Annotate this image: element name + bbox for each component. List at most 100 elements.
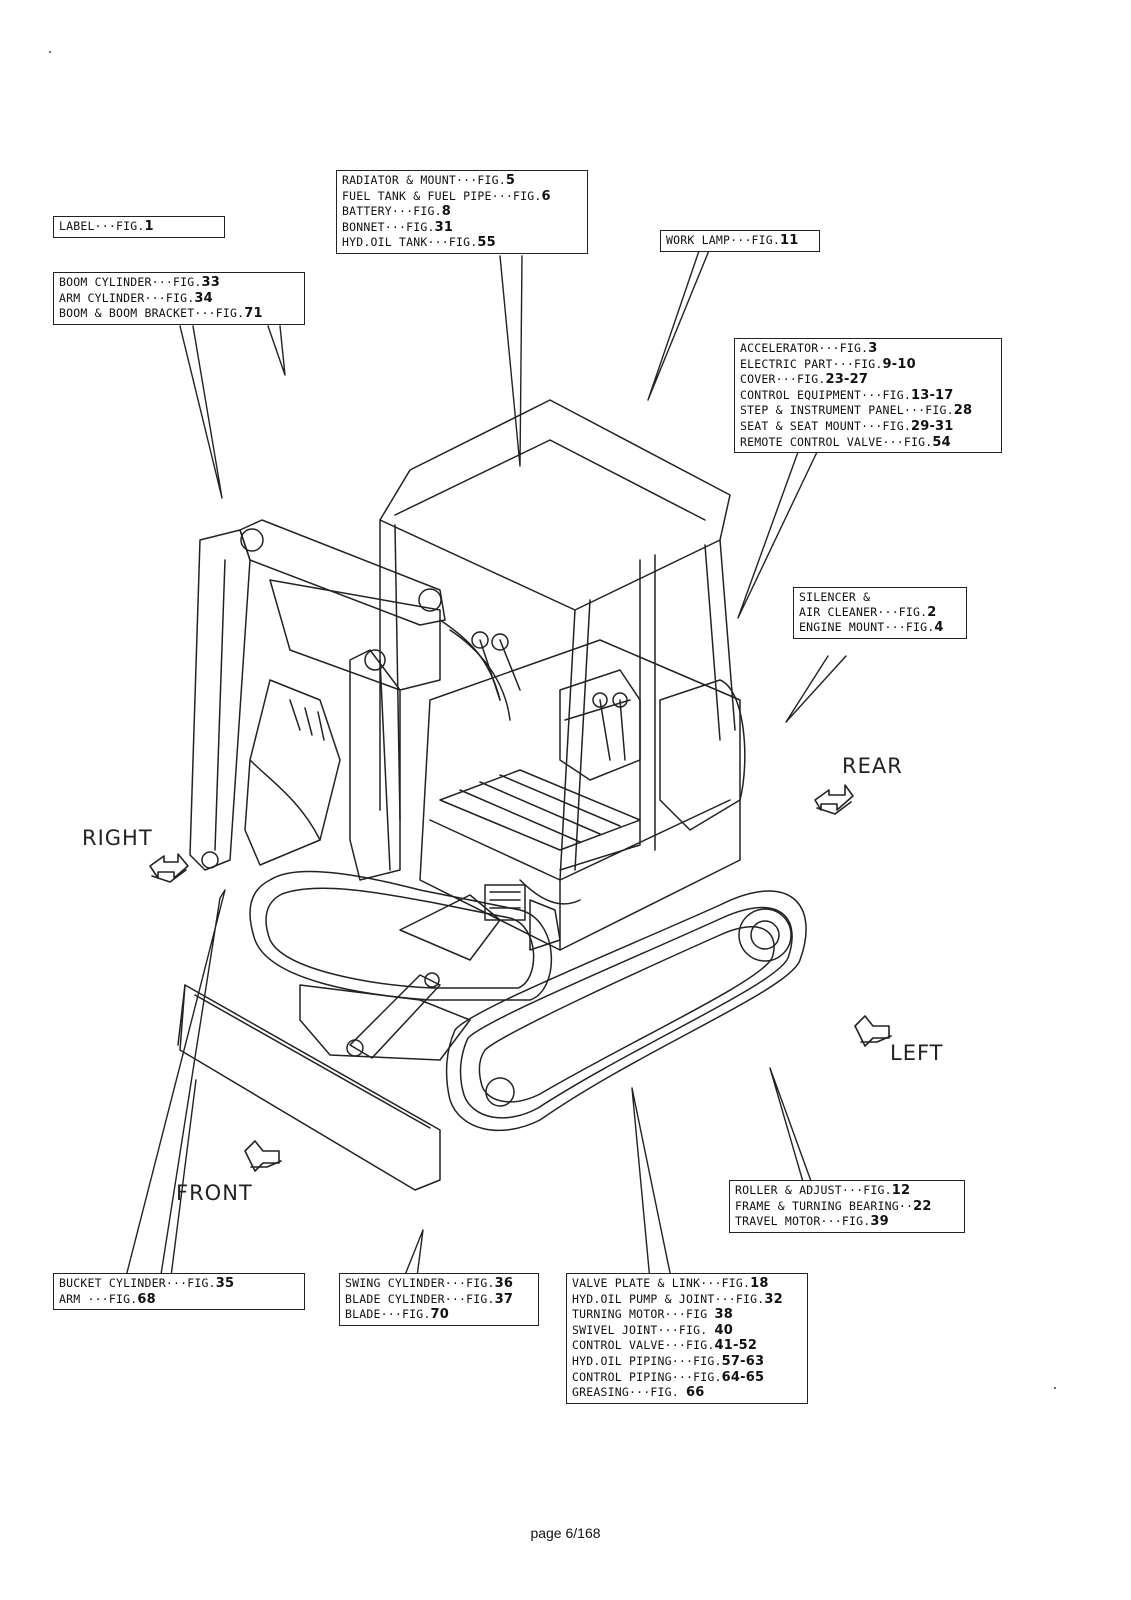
figure-number: 41-52 <box>714 1338 758 1354</box>
callout-text: CONTROL EQUIPMENT···FIG. <box>740 387 911 402</box>
figure-number: 66 <box>685 1385 705 1401</box>
callout-line: BATTERY···FIG.8 <box>342 204 583 220</box>
callout-line: TRAVEL MOTOR···FIG.39 <box>735 1214 960 1230</box>
callout-line: SEAT & SEAT MOUNT···FIG.29-31 <box>740 419 997 435</box>
callout-line: WORK LAMP···FIG.11 <box>666 233 815 249</box>
callout-text: ENGINE MOUNT···FIG. <box>799 620 935 635</box>
figure-number: 40 <box>714 1322 733 1338</box>
figure-number: 64-65 <box>721 1369 765 1385</box>
callout-line: HYD.OIL PUMP & JOINT···FIG.32 <box>572 1292 803 1308</box>
callout-text: SWIVEL JOINT···FIG. <box>572 1322 715 1337</box>
callout-text: SILENCER & <box>799 590 871 604</box>
callout-line: ENGINE MOUNT···FIG.4 <box>799 620 962 636</box>
callout-text: ELECTRIC PART···FIG. <box>740 356 883 371</box>
figure-number: 54 <box>932 434 951 450</box>
figure-number: 55 <box>477 235 496 251</box>
callout-text: ARM CYLINDER···FIG. <box>59 290 195 305</box>
callout-line: VALVE PLATE & LINK···FIG.18 <box>572 1276 803 1292</box>
callout-text: SWING CYLINDER···FIG. <box>345 1276 495 1290</box>
callout-text: TURNING MOTOR···FIG <box>572 1307 715 1322</box>
figure-number: 13-17 <box>910 387 954 403</box>
direction-label-rear: REAR <box>842 754 903 778</box>
callout-line: ELECTRIC PART···FIG.9-10 <box>740 357 997 373</box>
callout-line: BOOM CYLINDER···FIG.33 <box>59 275 300 291</box>
callout-text: REMOTE CONTROL VALVE···FIG. <box>740 434 933 449</box>
callout-label: LABEL···FIG.1 <box>53 216 225 238</box>
callout-text: VALVE PLATE & LINK···FIG. <box>572 1276 751 1290</box>
callout-text: GREASING···FIG. <box>572 1385 686 1400</box>
callout-text: SEAT & SEAT MOUNT···FIG. <box>740 418 911 433</box>
callout-text: CONTROL VALVE···FIG. <box>572 1338 715 1353</box>
leader-lines <box>119 247 847 1303</box>
callout-line: SWIVEL JOINT···FIG. 40 <box>572 1323 803 1339</box>
callout-line: CONTROL VALVE···FIG.41-52 <box>572 1338 803 1354</box>
direction-label-front: FRONT <box>176 1181 253 1205</box>
callout-text: BLADE···FIG. <box>345 1307 431 1322</box>
figure-number: 2 <box>927 604 937 620</box>
callout-text: WORK LAMP···FIG. <box>666 233 780 247</box>
figure-number: 12 <box>891 1183 911 1198</box>
direction-label-right: RIGHT <box>82 826 153 850</box>
figure-number: 32 <box>764 1291 783 1307</box>
callout-text: BOOM CYLINDER···FIG. <box>59 275 202 289</box>
callout-text: STEP & INSTRUMENT PANEL···FIG. <box>740 403 954 418</box>
direction-arrow-icons <box>149 784 892 1172</box>
callout-line: ROLLER & ADJUST···FIG.12 <box>735 1183 960 1199</box>
figure-number: 23-27 <box>825 372 869 388</box>
callout-line: STEP & INSTRUMENT PANEL···FIG.28 <box>740 403 997 419</box>
callout-line: REMOTE CONTROL VALVE···FIG.54 <box>740 435 997 451</box>
figure-number: 9-10 <box>882 356 916 372</box>
figure-number: 39 <box>870 1214 889 1230</box>
callout-work-lamp: WORK LAMP···FIG.11 <box>660 230 820 252</box>
figure-number: 37 <box>494 1291 514 1307</box>
callout-line: BOOM & BOOM BRACKET···FIG.71 <box>59 306 300 322</box>
figure-number: 57-63 <box>721 1353 765 1369</box>
callout-line: LABEL···FIG.1 <box>59 219 220 235</box>
callout-text: BLADE CYLINDER···FIG. <box>345 1291 495 1306</box>
callout-line: HYD.OIL TANK···FIG.55 <box>342 235 583 251</box>
callout-text: BATTERY···FIG. <box>342 204 442 219</box>
page-number: page 6/168 <box>530 1525 601 1541</box>
callout-text: ACCELERATOR···FIG. <box>740 341 869 355</box>
callout-line: CONTROL EQUIPMENT···FIG.13-17 <box>740 388 997 404</box>
figure-number: 18 <box>750 1276 769 1291</box>
callout-line: AIR CLEANER···FIG.2 <box>799 605 962 621</box>
callout-text: BUCKET CYLINDER···FIG. <box>59 1276 216 1290</box>
callout-text: COVER···FIG. <box>740 372 826 387</box>
callout-text: FUEL TANK & FUEL PIPE···FIG. <box>342 188 542 203</box>
figure-number: 3 <box>868 341 878 356</box>
callout-line: ARM CYLINDER···FIG.34 <box>59 291 300 307</box>
callout-text: HYD.OIL PIPING···FIG. <box>572 1353 722 1368</box>
direction-label-left: LEFT <box>890 1041 944 1065</box>
figure-number: 70 <box>430 1307 449 1323</box>
callout-line: BLADE CYLINDER···FIG.37 <box>345 1292 534 1308</box>
callout-text: FRAME & TURNING BEARING·· <box>735 1198 914 1213</box>
callout-line: SWING CYLINDER···FIG.36 <box>345 1276 534 1292</box>
callout-text: TRAVEL MOTOR···FIG. <box>735 1214 871 1229</box>
callout-line: FUEL TANK & FUEL PIPE···FIG.6 <box>342 189 583 205</box>
figure-number: 68 <box>137 1291 156 1307</box>
callout-line: ACCELERATOR···FIG.3 <box>740 341 997 357</box>
callout-line: RADIATOR & MOUNT···FIG.5 <box>342 173 583 189</box>
callout-text: HYD.OIL PUMP & JOINT···FIG. <box>572 1291 765 1306</box>
callout-text: ROLLER & ADJUST···FIG. <box>735 1183 892 1197</box>
callout-line: HYD.OIL PIPING···FIG.57-63 <box>572 1354 803 1370</box>
figure-number: 38 <box>714 1307 733 1323</box>
callout-text: ARM ···FIG. <box>59 1291 138 1306</box>
excavator-body <box>177 399 807 1191</box>
callout-text: AIR CLEANER···FIG. <box>799 604 928 619</box>
callout-text: LABEL···FIG. <box>59 219 145 233</box>
figure-number: 29-31 <box>910 418 954 434</box>
figure-number: 35 <box>215 1276 235 1291</box>
figure-number: 5 <box>505 173 516 188</box>
figure-number: 11 <box>779 233 799 248</box>
figure-number: 33 <box>201 275 220 290</box>
